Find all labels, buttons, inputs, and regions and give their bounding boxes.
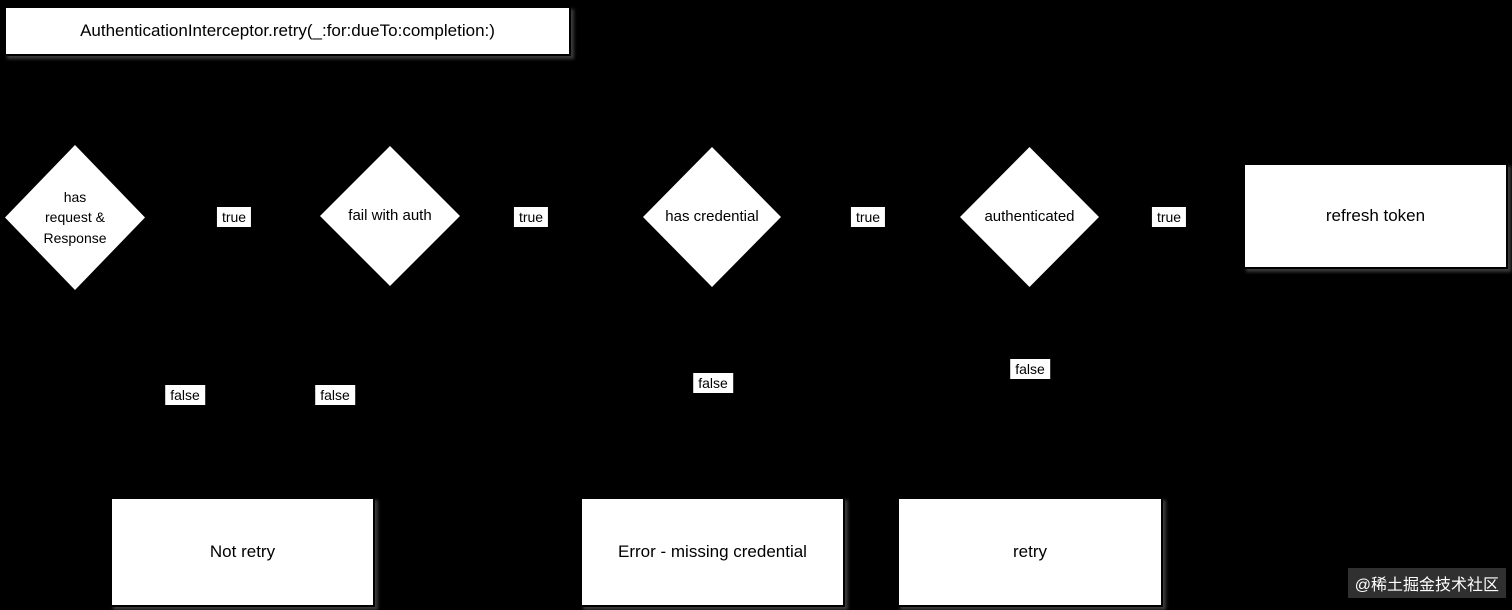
title-text: AuthenticationInterceptor.retry(_:for:du… <box>80 21 495 40</box>
decision-authenticated: authenticated <box>960 147 1099 287</box>
end-node-label: Not retry <box>209 542 276 561</box>
edge-label-true-2: true <box>513 207 549 227</box>
end-node-label: refresh token <box>1325 206 1426 225</box>
end-node-not-retry: Not retry <box>110 497 375 607</box>
edge-label-false-2: false <box>315 385 355 405</box>
decision-label: has request & Response <box>43 189 107 246</box>
edge-label-true-4: true <box>1151 207 1187 227</box>
decision-has-credential: has credential <box>643 147 781 287</box>
edge-label-false-4: false <box>1010 359 1050 379</box>
edge-label-true-1: true <box>216 207 252 227</box>
edge-label-false-3: false <box>693 373 733 393</box>
watermark-badge: @稀土掘金技术社区 <box>1347 568 1506 598</box>
end-node-refresh-token: refresh token <box>1243 163 1508 269</box>
end-node-error-missing-credential: Error - missing credential <box>580 497 845 607</box>
end-node-label: retry <box>1013 542 1047 561</box>
decision-label: fail with auth <box>348 207 432 225</box>
decision-fail-with-auth: fail with auth <box>320 146 460 286</box>
decision-label: has credential <box>665 208 759 226</box>
decision-has-request-response: has request & Response <box>5 145 145 290</box>
title-box: AuthenticationInterceptor.retry(_:for:du… <box>4 6 571 56</box>
edge-label-false-1: false <box>165 385 205 405</box>
end-node-label: Error - missing credential <box>618 542 807 561</box>
end-node-retry: retry <box>897 497 1163 607</box>
decision-label: authenticated <box>984 208 1075 226</box>
edge-label-true-3: true <box>850 207 886 227</box>
